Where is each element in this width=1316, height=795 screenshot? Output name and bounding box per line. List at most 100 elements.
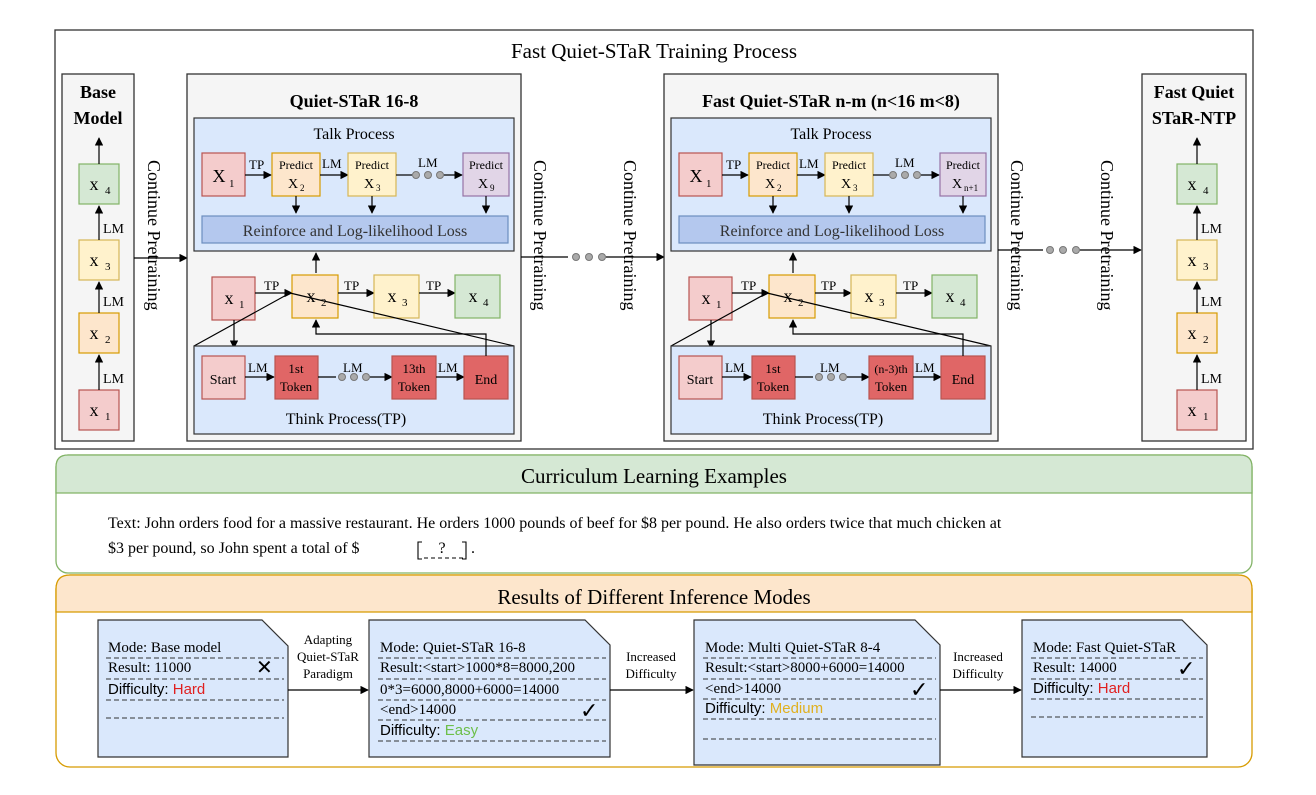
svg-text:Difficulty: Hard: Difficulty: Hard: [108, 681, 205, 698]
svg-text:x: x: [90, 400, 99, 420]
svg-text:x: x: [1188, 174, 1197, 194]
svg-text:LM: LM: [895, 155, 915, 170]
svg-text:TP: TP: [249, 157, 264, 172]
svg-text:3: 3: [879, 297, 885, 309]
svg-text:Predict: Predict: [279, 158, 314, 172]
svg-text:x: x: [388, 286, 397, 306]
ntp-title-line2: STaR-NTP: [1152, 108, 1236, 128]
svg-text:2: 2: [798, 297, 804, 309]
curriculum-title: Curriculum Learning Examples: [521, 464, 787, 488]
talk-process-title: Talk Process: [313, 126, 394, 143]
svg-text:(n-3)th: (n-3)th: [874, 362, 907, 376]
svg-text:0*3=6000,8000+6000=14000: 0*3=6000,8000+6000=14000: [380, 682, 559, 698]
svg-text:Result: 14000: Result: 14000: [1033, 660, 1117, 676]
svg-text:4: 4: [105, 185, 111, 197]
svg-text:Adapting: Adapting: [304, 632, 353, 647]
check-icon: ✓: [1177, 656, 1195, 681]
continue-pretraining-label-5: Continue Pretraining: [1097, 160, 1117, 310]
svg-text:9: 9: [490, 183, 495, 193]
svg-text:TP: TP: [821, 278, 836, 293]
svg-text:Difficulty: Easy: Difficulty: Easy: [380, 722, 479, 739]
svg-text:1: 1: [706, 178, 712, 190]
quiet-star-title: Quiet-STaR 16-8: [290, 91, 419, 111]
quiet-star-panel: Quiet-STaR 16-8 Talk Process X 1 TP Pred…: [186, 73, 522, 442]
continue-pretraining-label-3: Continue Pretraining: [620, 160, 640, 310]
svg-text:x: x: [307, 286, 316, 306]
svg-text:3: 3: [853, 183, 858, 193]
svg-text:Talk Process: Talk Process: [790, 126, 871, 143]
svg-text:TP: TP: [264, 278, 279, 293]
svg-text:13th: 13th: [402, 361, 426, 376]
fast-quiet-star-panel: Fast Quiet-STaR n-m (n<16 m<8) Talk Proc…: [663, 73, 999, 442]
svg-text:LM: LM: [1201, 372, 1223, 387]
svg-text:4: 4: [483, 297, 489, 309]
think-process-box: [193, 345, 515, 435]
svg-text:x: x: [469, 286, 478, 306]
continue-pretraining-label-2: Continue Pretraining: [530, 160, 550, 310]
svg-text:2: 2: [321, 297, 327, 309]
ntp-model-column: Fast Quiet STaR-NTP x 4 x 3 x 2 x 1 LM L…: [1141, 73, 1247, 442]
svg-text:2: 2: [1203, 334, 1209, 346]
base-token-x1: [78, 389, 120, 431]
svg-text:LM: LM: [438, 360, 458, 375]
fast-quiet-star-title: Fast Quiet-STaR n-m (n<16 m<8): [702, 91, 960, 112]
svg-text:Difficulty: Difficulty: [625, 666, 677, 681]
svg-text:Predict: Predict: [355, 158, 390, 172]
results-panel: Results of Different Inference Modes Mod…: [55, 574, 1253, 768]
svg-text:x: x: [90, 323, 99, 343]
svg-text:x: x: [784, 286, 793, 306]
svg-text:Mode: Multi Quiet-STaR 8-4: Mode: Multi Quiet-STaR 8-4: [705, 640, 881, 656]
base-model-title-line2: Model: [74, 108, 123, 128]
svg-text:1: 1: [229, 178, 235, 190]
svg-text:x: x: [90, 174, 99, 194]
svg-text:X: X: [364, 177, 374, 192]
svg-text:2: 2: [777, 183, 782, 193]
svg-text:LM: LM: [915, 360, 935, 375]
svg-text:LM: LM: [418, 155, 438, 170]
svg-text:X: X: [952, 177, 962, 192]
svg-text:LM: LM: [799, 156, 819, 171]
svg-text:Mode: Quiet-STaR 16-8: Mode: Quiet-STaR 16-8: [380, 640, 526, 656]
svg-text:Start: Start: [687, 373, 714, 388]
svg-text:Predict: Predict: [469, 158, 504, 172]
svg-text:n+1: n+1: [964, 183, 978, 193]
svg-text:LM: LM: [103, 295, 125, 310]
svg-text:End: End: [475, 373, 498, 388]
svg-text:Token: Token: [875, 379, 908, 394]
svg-text:1: 1: [105, 411, 111, 423]
svg-text:End: End: [952, 373, 975, 388]
svg-text:Result:<start>8000+6000=14000: Result:<start>8000+6000=14000: [705, 660, 905, 676]
base-token-x2: [78, 312, 120, 354]
svg-text:Quiet-STaR: Quiet-STaR: [297, 649, 359, 664]
svg-text:Mode: Base model: Mode: Base model: [108, 640, 221, 656]
svg-text:2: 2: [105, 334, 111, 346]
results-title: Results of Different Inference Modes: [497, 585, 810, 609]
training-title: Fast Quiet-STaR Training Process: [511, 39, 797, 63]
result-card-multi-quiet-star: Mode: Multi Quiet-STaR 8-4 Result:<start…: [693, 619, 941, 766]
svg-text:.: .: [471, 540, 475, 557]
result-card-fast-quiet-star: Mode: Fast Quiet-STaR Result: 14000 ✓ Di…: [1021, 619, 1208, 758]
svg-text:3: 3: [105, 261, 111, 273]
svg-text:Increased: Increased: [626, 649, 676, 664]
ntp-title-line1: Fast Quiet: [1154, 82, 1235, 102]
svg-text:LM: LM: [1201, 295, 1223, 310]
base-token-x4: [78, 163, 120, 205]
svg-text:1st: 1st: [288, 361, 304, 376]
svg-text:X: X: [765, 177, 775, 192]
think-process-title: Think Process(TP): [286, 411, 406, 428]
svg-text:3: 3: [1203, 261, 1209, 273]
continue-pretraining-label-1: Continue Pretraining: [144, 160, 164, 310]
svg-text:LM: LM: [343, 360, 363, 375]
svg-text:<end>14000: <end>14000: [705, 681, 781, 697]
svg-text:LM: LM: [248, 360, 268, 375]
svg-text:X: X: [288, 177, 298, 192]
svg-text:LM: LM: [322, 156, 342, 171]
svg-text:Token: Token: [280, 379, 313, 394]
base-token-x3: [78, 239, 120, 281]
svg-text:LM: LM: [1201, 222, 1223, 237]
svg-text:1: 1: [239, 299, 245, 311]
svg-text:LM: LM: [103, 222, 125, 237]
svg-text:4: 4: [1203, 185, 1209, 197]
svg-text:1: 1: [1203, 411, 1209, 423]
